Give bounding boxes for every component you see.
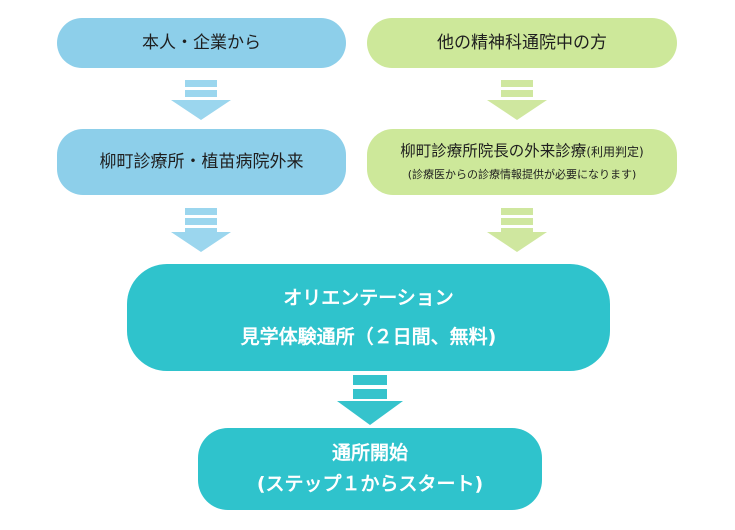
trial-visit-label: 見学体験通所（２日間、無料): [240, 325, 497, 348]
director-outpatient-label: 柳町診療所院長の外来診療(利用判定): [400, 142, 643, 161]
right-arrow-2: [487, 208, 547, 252]
eligibility-note: (利用判定): [586, 144, 644, 159]
individual-company-box: 本人・企業から: [57, 18, 346, 68]
other-psychiatric-label: 他の精神科通院中の方: [437, 32, 607, 53]
start-attendance-label: 通所開始: [331, 442, 408, 465]
individual-company-label: 本人・企業から: [142, 32, 261, 53]
start-attendance-box: 通所開始 (ステップ１からスタート): [198, 428, 542, 510]
left-arrow-1: [171, 80, 231, 120]
center-arrow: [337, 375, 403, 425]
other-psychiatric-box: 他の精神科通院中の方: [367, 18, 677, 68]
director-outpatient-main: 柳町診療所院長の外来診療: [400, 141, 587, 160]
director-outpatient-box: 柳町診療所院長の外来診療(利用判定) (診療医からの診療情報提供が必要になります…: [367, 129, 677, 195]
right-arrow-1: [487, 80, 547, 120]
step1-start-label: (ステップ１からスタート): [256, 473, 484, 495]
left-arrow-2: [171, 208, 231, 252]
referral-note: (診療医からの診療情報提供が必要になります): [407, 168, 637, 182]
orientation-trial-box: オリエンテーション 見学体験通所（２日間、無料): [127, 264, 610, 371]
orientation-label: オリエンテーション: [283, 286, 454, 309]
yanagimachi-uenae-box: 柳町診療所・植苗病院外来: [57, 129, 346, 195]
yanagimachi-uenae-label: 柳町診療所・植苗病院外来: [99, 151, 304, 172]
